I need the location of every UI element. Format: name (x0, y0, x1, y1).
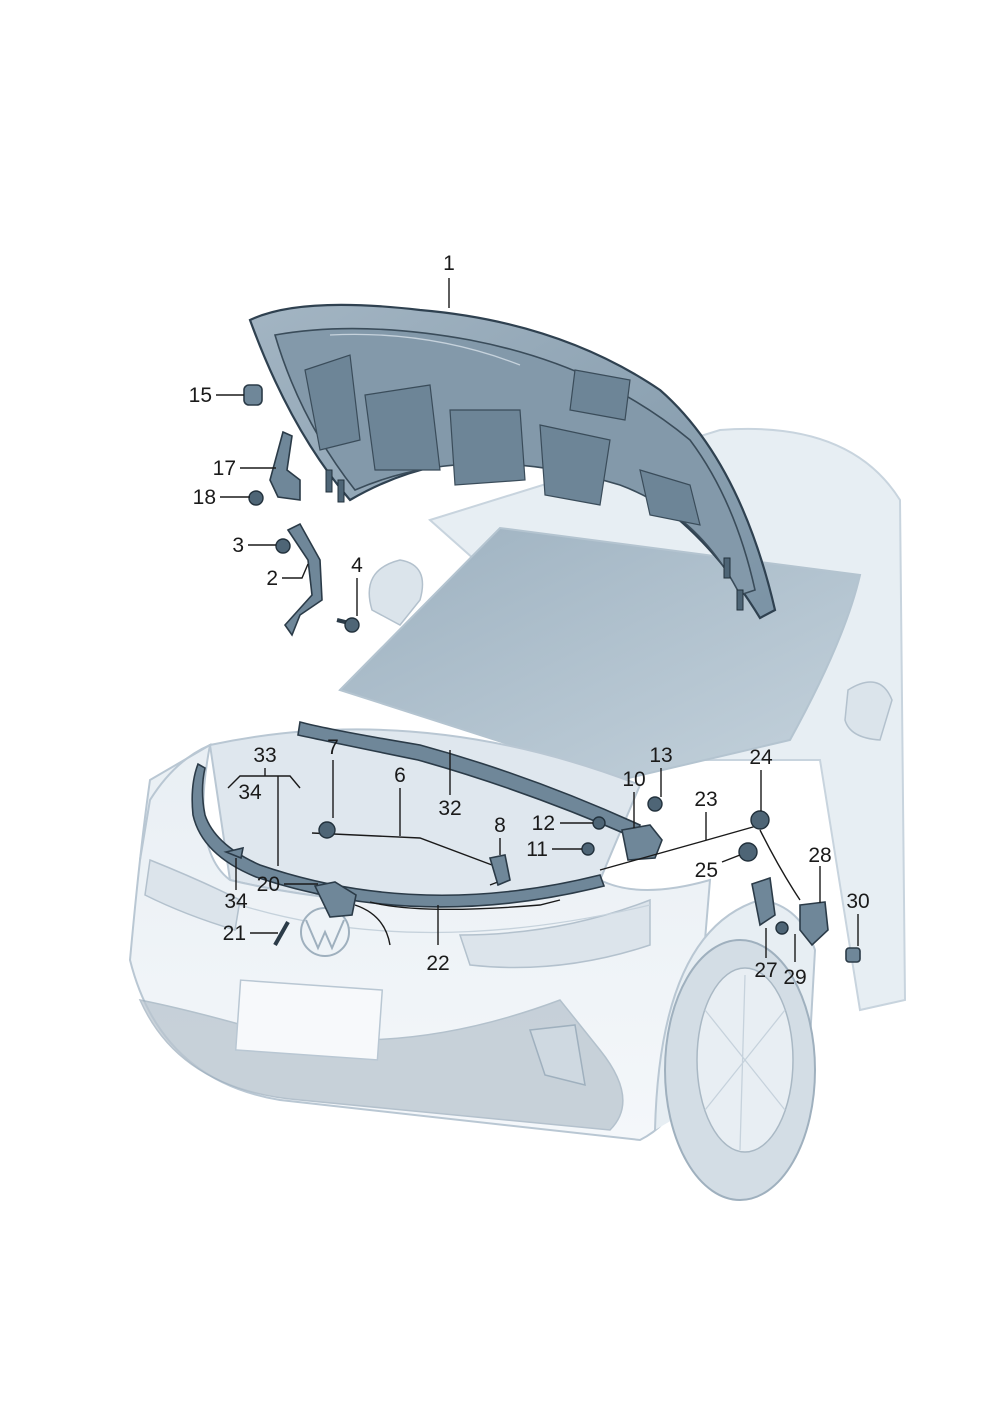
callout-10: 10 (622, 768, 645, 791)
mirror-left (368, 559, 424, 626)
callout-7: 7 (327, 736, 339, 759)
headlight-right (458, 898, 651, 969)
part-12-bolt (592, 816, 606, 830)
headlight-left (144, 858, 241, 931)
callout-29: 29 (783, 966, 806, 989)
callout-3: 3 (232, 534, 244, 557)
part-34-clip (223, 846, 245, 860)
part-17-hinge (269, 430, 301, 501)
part-24-grommet (750, 810, 770, 830)
callout-21: 21 (223, 922, 246, 945)
part-20-switch (313, 881, 357, 918)
callout-1: 1 (443, 252, 455, 275)
part-28-lever (799, 901, 829, 947)
part-25-grommet (738, 842, 758, 862)
license-plate (234, 979, 384, 1061)
callout-34-lower: 34 (224, 890, 248, 913)
callout-34-upper: 34 (238, 781, 262, 804)
callout-12: 12 (532, 812, 555, 835)
part-11-bolt (581, 842, 595, 856)
callout-20: 20 (257, 873, 280, 896)
callouts: 1 15 17 18 3 2 4 33 34 7 6 32 (189, 252, 870, 989)
car-body (128, 427, 907, 1201)
callout-27: 27 (754, 959, 777, 982)
part-23-cable (599, 824, 761, 871)
callout-33: 33 (253, 744, 276, 767)
callout-22: 22 (426, 952, 449, 975)
part-7-grommet (318, 821, 336, 839)
part-13-bolt (647, 796, 663, 812)
bonnet-hood (248, 303, 777, 620)
windshield (338, 526, 862, 782)
part-30-cap (845, 947, 861, 963)
part-2-hinge (283, 522, 323, 637)
callout-13: 13 (649, 744, 672, 767)
part-8-clip (488, 854, 511, 887)
callout-11: 11 (526, 838, 548, 861)
callout-8: 8 (494, 814, 506, 837)
part-27-handle (751, 876, 776, 927)
callout-17: 17 (213, 457, 236, 480)
callout-18: 18 (193, 486, 216, 509)
part-3-nut (275, 538, 291, 554)
mirror-right (844, 681, 893, 741)
part-10-lock (621, 824, 663, 861)
part-29-bolt (775, 921, 789, 935)
callout-15: 15 (189, 384, 212, 407)
part-22-cable (369, 899, 561, 911)
callout-25: 25 (695, 859, 718, 882)
part-15-buffer (243, 384, 263, 406)
part-21-bolt (273, 921, 290, 946)
callout-6: 6 (394, 764, 406, 787)
callout-24: 24 (749, 746, 773, 769)
part-18-nut (248, 490, 264, 506)
callout-23: 23 (694, 788, 717, 811)
callout-32: 32 (438, 797, 461, 820)
callout-2: 2 (266, 567, 278, 590)
part-33-seal (191, 762, 606, 908)
callout-4: 4 (351, 554, 363, 577)
small-parts (191, 384, 861, 963)
callout-28: 28 (808, 844, 831, 867)
callout-30: 30 (846, 890, 869, 913)
